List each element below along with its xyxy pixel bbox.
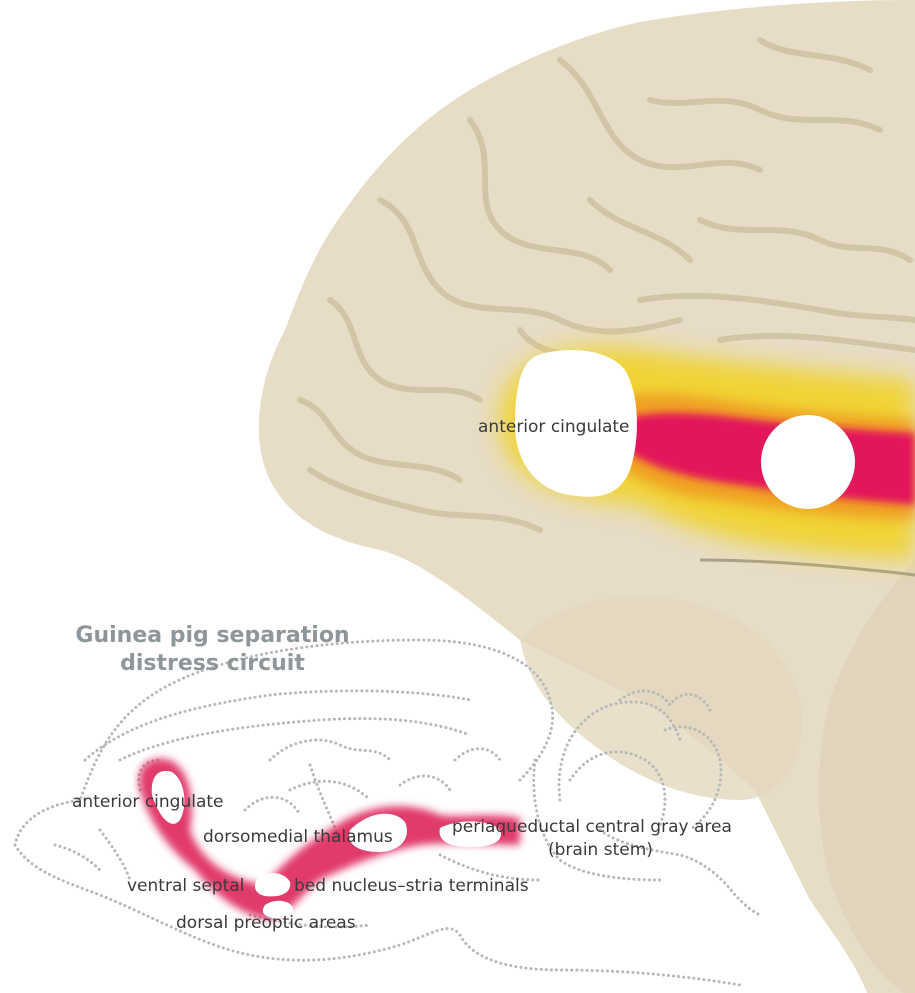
gp-bed-nucleus-label: bed nucleus–stria terminals [294, 876, 529, 896]
posterior-hotspot [761, 415, 855, 509]
gp-dorsomedial-thalamus-label: dorsomedial thalamus [203, 827, 393, 847]
figure-title-line1: Guinea pig separation [40, 622, 385, 650]
figure-title-line2: distress circuit [40, 650, 385, 678]
gp-periaqueductal-label-line2: (brain stem) [548, 840, 653, 860]
gp-anterior-cingulate-label: anterior cingulate [72, 792, 224, 812]
figure-title: Guinea pig separation distress circuit [40, 622, 385, 678]
human-anterior-cingulate-label: anterior cingulate [478, 417, 630, 437]
gp-ventral-septal-label: ventral septal [127, 876, 244, 896]
gp-dorsal-preoptic-label: dorsal preoptic areas [176, 913, 356, 933]
gp-periaqueductal-label-line1: periaqueductal central gray area [452, 817, 732, 837]
